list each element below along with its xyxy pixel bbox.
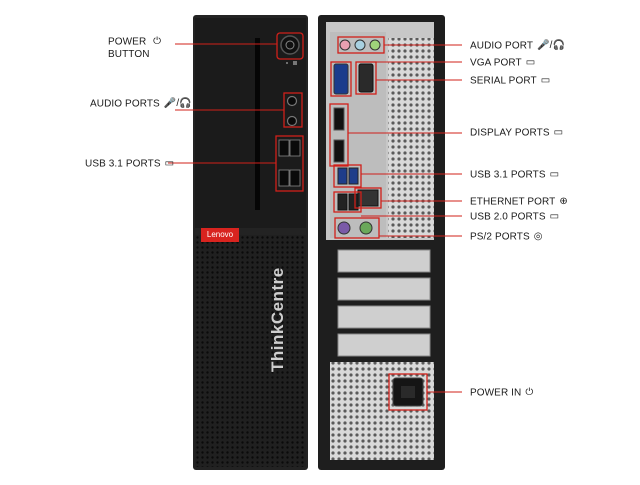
audio-icon: 🎤/🎧 xyxy=(537,40,566,51)
label-ethernet-port: ETHERNET PORT⊕ xyxy=(470,196,568,208)
label-usb31-rear: USB 3.1 PORTS▭ xyxy=(470,169,560,181)
label-vga-port: VGA PORT▭ xyxy=(470,57,536,69)
label-audio-port-rear: AUDIO PORT🎤/🎧 xyxy=(470,40,566,52)
label-usb20-ports: USB 2.0 PORTS▭ xyxy=(470,211,560,223)
label-ps2-ports: PS/2 PORTS◎ xyxy=(470,231,543,243)
audio-icon: 🎤/🎧 xyxy=(163,98,192,109)
model-text: ThinkCentre xyxy=(268,267,287,372)
power-icon: ⏻ xyxy=(525,387,534,398)
usb-icon: ▭ xyxy=(164,158,175,169)
label-usb31-front: USB 3.1 PORTS▭ xyxy=(85,158,175,170)
rear-case xyxy=(318,15,445,470)
label-display-ports: DISPLAY PORTS▭ xyxy=(470,127,564,139)
usb-icon: ▭ xyxy=(549,211,560,222)
leader-lines xyxy=(168,43,462,393)
serial-icon: ▭ xyxy=(540,75,551,86)
ps2-icon: ◎ xyxy=(533,231,543,242)
label-power-button: POWER ⏻ BUTTON xyxy=(108,36,162,60)
front-case xyxy=(193,15,308,470)
power-icon: ⏻ xyxy=(153,36,162,47)
label-power-in: POWER IN⏻ xyxy=(470,387,534,399)
usb-icon: ▭ xyxy=(549,169,560,180)
vga-icon: ▭ xyxy=(525,57,536,68)
display-icon: ▭ xyxy=(553,127,564,138)
brand-badge: Lenovo xyxy=(201,228,239,242)
label-audio-ports-front: AUDIO PORTS🎤/🎧 xyxy=(90,98,192,110)
label-serial-port: SERIAL PORT▭ xyxy=(470,75,551,87)
ethernet-icon: ⊕ xyxy=(559,196,568,207)
